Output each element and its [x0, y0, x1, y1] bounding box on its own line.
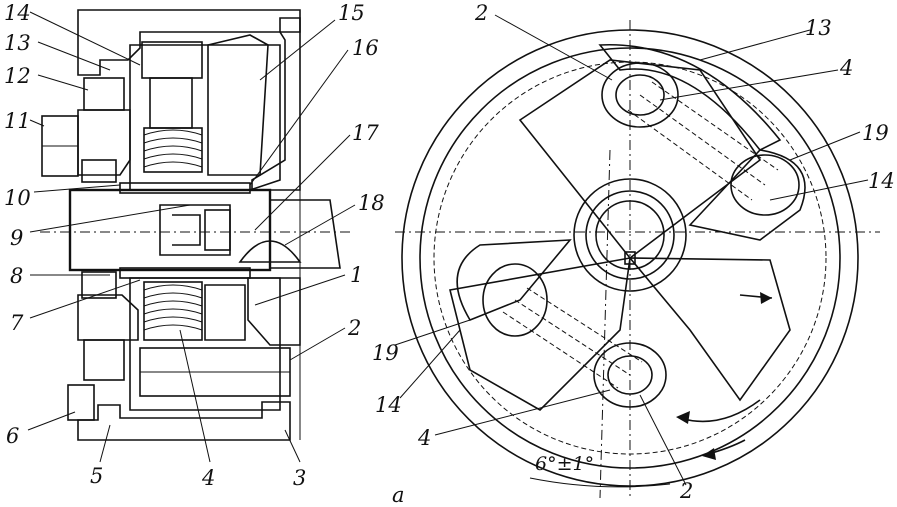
housing-lower-right — [247, 277, 301, 346]
roller-cage-top — [601, 62, 679, 128]
hub-outer — [573, 178, 687, 292]
label-2-left: 2 — [347, 316, 361, 340]
label-14-left: 14 — [4, 1, 31, 25]
label-8: 8 — [10, 264, 23, 288]
shaft — [68, 188, 272, 272]
label-5: 5 — [90, 464, 103, 488]
rotor-lobe-left — [449, 257, 631, 411]
hub-lower — [77, 294, 139, 341]
label-15: 15 — [338, 1, 365, 25]
cam-segment-upper — [598, 44, 782, 152]
spring-upper — [143, 127, 203, 173]
label-19-right: 19 — [862, 121, 889, 145]
seal-upper — [81, 159, 117, 183]
front-view — [395, 20, 880, 499]
roller-14-upper — [141, 41, 203, 79]
label-12: 12 — [4, 64, 31, 88]
label-9: 9 — [10, 226, 23, 250]
label-13-left: 13 — [4, 31, 31, 55]
inner-ring-upper — [129, 44, 281, 191]
hub-upper — [77, 109, 131, 176]
seal-lower — [81, 271, 117, 299]
cam-19-left — [456, 239, 572, 321]
shaft-sleeve-upper — [119, 182, 251, 194]
label-18: 18 — [358, 191, 385, 215]
bearing-upper — [83, 77, 125, 111]
roller-cage-right — [730, 154, 800, 216]
label-4-top: 4 — [839, 56, 853, 80]
roller-cage-left — [482, 263, 548, 337]
block-1-lower — [204, 284, 246, 341]
bolt-6 — [67, 384, 95, 421]
angle-arc — [529, 477, 671, 488]
roller-pin-upper — [149, 77, 193, 129]
label-11: 11 — [4, 109, 31, 133]
figure-caption: a — [392, 483, 405, 507]
leader-lines — [27, 11, 869, 486]
hub-bearing — [585, 190, 675, 280]
label-14-left-view: 14 — [375, 393, 402, 417]
spring-lower — [143, 281, 203, 341]
coupling-9 — [159, 204, 231, 256]
label-2-bottom: 2 — [679, 479, 693, 503]
label-10: 10 — [4, 186, 31, 210]
label-17: 17 — [352, 121, 379, 145]
cam-19-right — [688, 149, 806, 241]
bearing-lower — [83, 339, 125, 381]
angle-label: 6°±1° — [535, 453, 594, 475]
part-labels: 14 13 12 11 10 9 8 7 6 5 4 3 2 1 18 17 1… — [4, 1, 895, 507]
label-19-left: 19 — [372, 341, 399, 365]
rotor-lobe-right — [628, 257, 791, 402]
part-18 — [238, 240, 302, 263]
label-2-top: 2 — [474, 1, 488, 25]
label-1: 1 — [350, 263, 363, 287]
housing-right-wall — [251, 17, 301, 191]
label-16: 16 — [352, 36, 379, 60]
inner-ring-lower — [129, 277, 281, 411]
label-13-right: 13 — [805, 16, 832, 40]
label-3: 3 — [293, 466, 306, 490]
label-14-right: 14 — [868, 169, 895, 193]
label-4-bottom: 4 — [417, 426, 431, 450]
insert-9 — [204, 209, 231, 251]
sectional-view — [40, 9, 350, 441]
outer-arrow-lower — [679, 399, 761, 423]
label-6: 6 — [6, 424, 19, 448]
block-15-upper — [207, 34, 269, 176]
label-7: 7 — [10, 311, 24, 335]
label-4-left: 4 — [201, 466, 215, 490]
housing-bottom — [77, 401, 291, 441]
